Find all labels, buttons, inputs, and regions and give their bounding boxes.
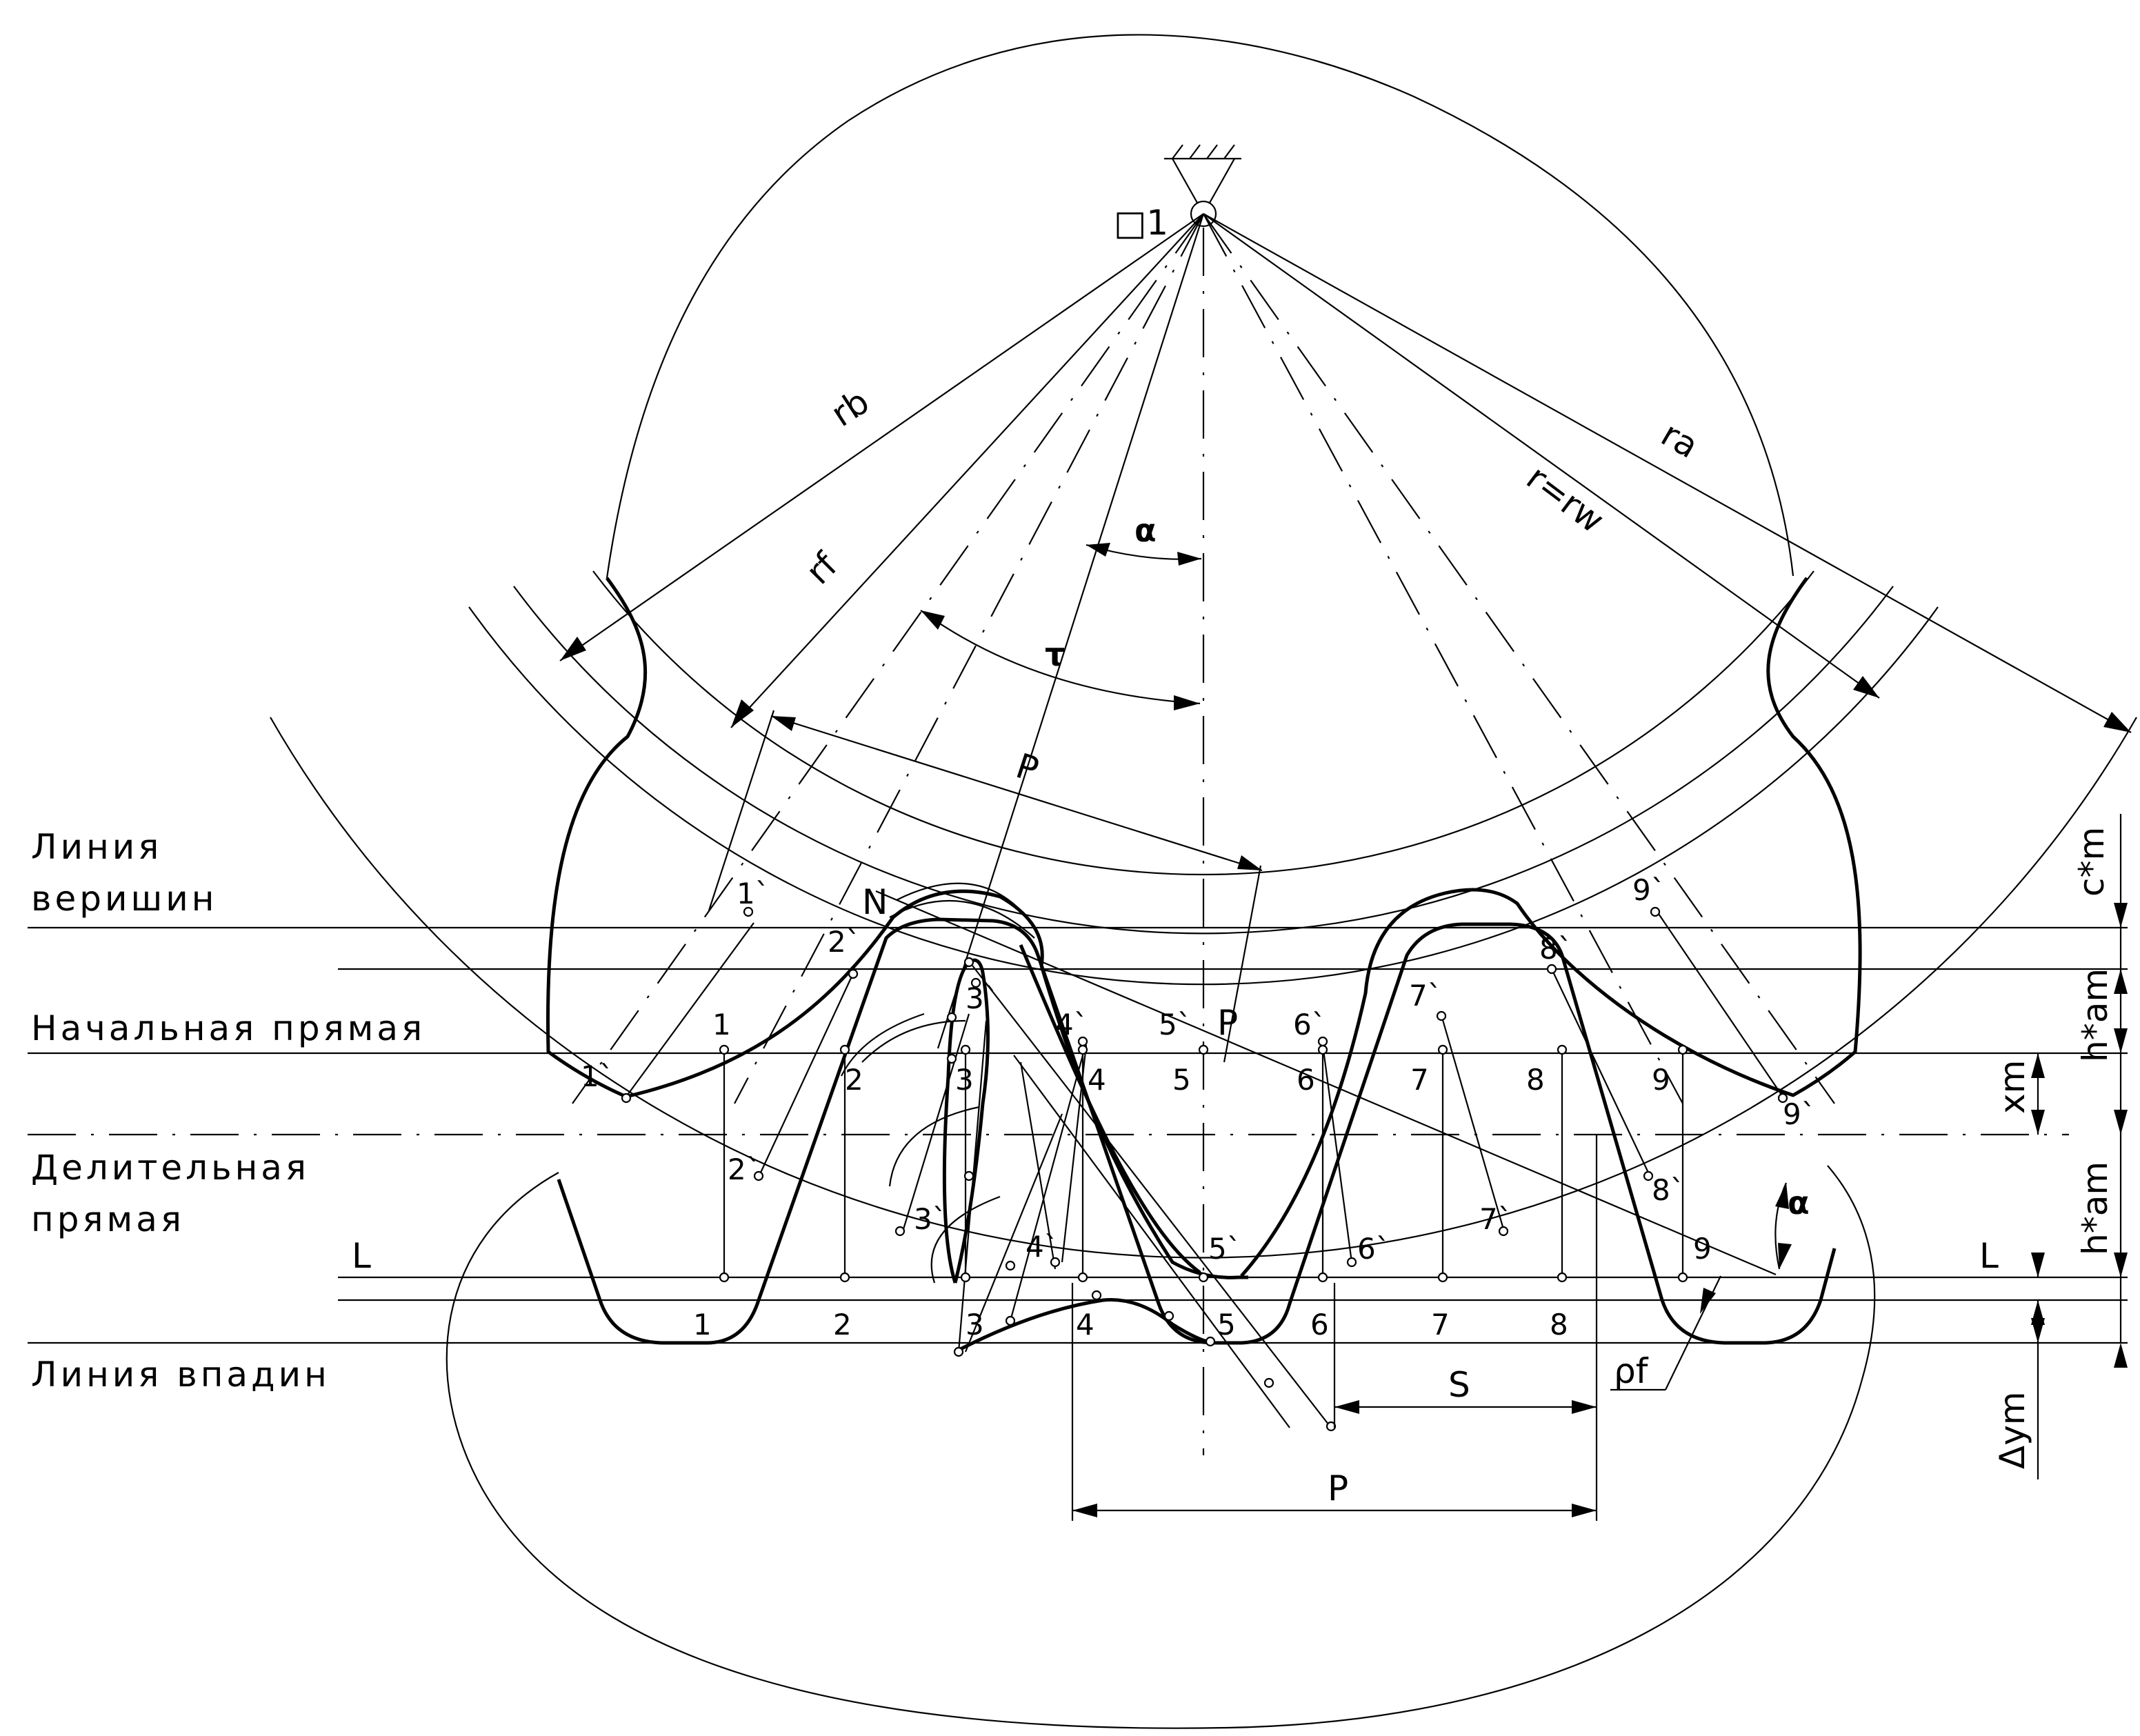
gear-point-7-low: 7` xyxy=(1479,1202,1512,1236)
svg-text:6: 6 xyxy=(1297,1063,1315,1097)
svg-text:6`: 6` xyxy=(1293,1008,1326,1041)
svg-text:3`: 3` xyxy=(966,981,999,1015)
svg-text:8: 8 xyxy=(1526,1063,1545,1097)
gear-body-outline xyxy=(606,34,1794,579)
alpha-top-label: α xyxy=(1134,512,1157,549)
svg-text:3: 3 xyxy=(966,1308,984,1341)
radius-lines xyxy=(559,213,2132,1049)
svg-text:4`: 4` xyxy=(1055,1008,1088,1041)
tip-line-label-2: веришин xyxy=(31,879,217,919)
svg-text:8`: 8` xyxy=(1539,932,1572,966)
c-star-m-label: c*m xyxy=(2072,827,2112,897)
r-w-label: r=rw xyxy=(1519,457,1612,541)
rho-f-label: ρf xyxy=(1614,1351,1649,1391)
gear-point-5-low: 5` xyxy=(1208,1232,1241,1266)
tau-label: τ xyxy=(1045,636,1065,673)
center-label: □1 xyxy=(1114,203,1168,243)
rack-body-outline xyxy=(446,1165,1876,1729)
ref-line-label-1: Делительная xyxy=(31,1148,310,1188)
gear-point-3-low: 3` xyxy=(914,1202,947,1236)
svg-text:4: 4 xyxy=(1088,1063,1106,1097)
delta-y-m-label: Δym xyxy=(1992,1392,2032,1470)
gear-circles xyxy=(270,570,2137,1259)
n-point-label: N xyxy=(862,882,888,922)
gear-point-9-right: 9` xyxy=(1783,1097,1816,1131)
root-line-label: Линия впадин xyxy=(31,1355,330,1395)
s-label: S xyxy=(1448,1365,1470,1405)
svg-text:1`: 1` xyxy=(737,877,770,910)
gear-point-4-low: 4` xyxy=(1026,1230,1059,1264)
point-markers xyxy=(621,906,1788,1432)
x-m-label: xm xyxy=(1992,1060,2032,1114)
gear-point-8-low: 8` xyxy=(1652,1173,1685,1207)
l-left-label: L xyxy=(352,1236,371,1276)
rack-point-verticals xyxy=(723,1050,1684,1277)
pole-p-label: P xyxy=(1217,1003,1238,1043)
svg-text:2: 2 xyxy=(833,1308,852,1341)
right-dimension-chain xyxy=(2031,814,2128,1479)
svg-text:5: 5 xyxy=(1217,1308,1236,1341)
gear-point-2-low: 2` xyxy=(728,1153,761,1186)
r-f-label: rf xyxy=(798,545,846,592)
rack-profile xyxy=(557,917,1837,1345)
r-b-label: rb xyxy=(824,381,876,435)
gear-point-6-low: 6` xyxy=(1357,1232,1390,1266)
gear-point-9-low: 9 xyxy=(1693,1232,1712,1266)
ha-star-m-upper-label: h*am xyxy=(2075,968,2115,1062)
svg-text:7`: 7` xyxy=(1409,979,1442,1012)
svg-text:7: 7 xyxy=(1410,1063,1429,1097)
tip-line-label-1: Линия xyxy=(31,827,162,867)
svg-text:1: 1 xyxy=(693,1308,712,1341)
svg-text:6: 6 xyxy=(1310,1308,1329,1341)
svg-text:5`: 5` xyxy=(1159,1008,1192,1041)
svg-text:2`: 2` xyxy=(828,925,861,959)
svg-text:4: 4 xyxy=(1076,1308,1094,1341)
pitch-line-label: Начальная прямая xyxy=(31,1008,426,1048)
rack-lines xyxy=(28,926,2128,1344)
rack-pitch-labels: 1 2 3 4 5 6 7 8 9 xyxy=(712,1008,1670,1097)
ref-line-label-2: прямая xyxy=(31,1199,185,1239)
svg-text:5: 5 xyxy=(1172,1063,1191,1097)
generated-loop xyxy=(942,958,990,1284)
construction-lines xyxy=(626,890,1783,1428)
svg-text:3: 3 xyxy=(955,1063,974,1097)
tau-arc xyxy=(920,610,1201,705)
svg-text:1: 1 xyxy=(712,1008,731,1041)
fillet-curve xyxy=(954,1297,1214,1354)
l-right-label: L xyxy=(1979,1236,1999,1276)
svg-text:2: 2 xyxy=(845,1063,863,1097)
rack-root-labels: 1 2 3 4 5 6 7 8 xyxy=(693,1308,1568,1341)
gear-point-1-low: 1` xyxy=(581,1059,614,1093)
p-arc-label: P xyxy=(1011,746,1043,790)
r-a-label: ra xyxy=(1654,414,1705,466)
gear-point-labels: 1` 2` 3` 4` 5` 6` 7` 8` 9` 1` 2` 3` 4` 5… xyxy=(581,873,1816,1266)
gear-tooth-right xyxy=(1240,577,1862,1277)
alpha-right-label: α xyxy=(1788,1184,1810,1221)
svg-text:9: 9 xyxy=(1652,1063,1670,1097)
radial-centerlines xyxy=(572,213,1835,1104)
p-dimension-line xyxy=(770,715,1263,872)
svg-text:7: 7 xyxy=(1431,1308,1450,1341)
p-bottom-label: P xyxy=(1328,1468,1348,1508)
ha-star-m-lower-label: h*am xyxy=(2075,1161,2115,1255)
svg-text:9`: 9` xyxy=(1632,873,1666,907)
svg-text:8: 8 xyxy=(1550,1308,1568,1341)
